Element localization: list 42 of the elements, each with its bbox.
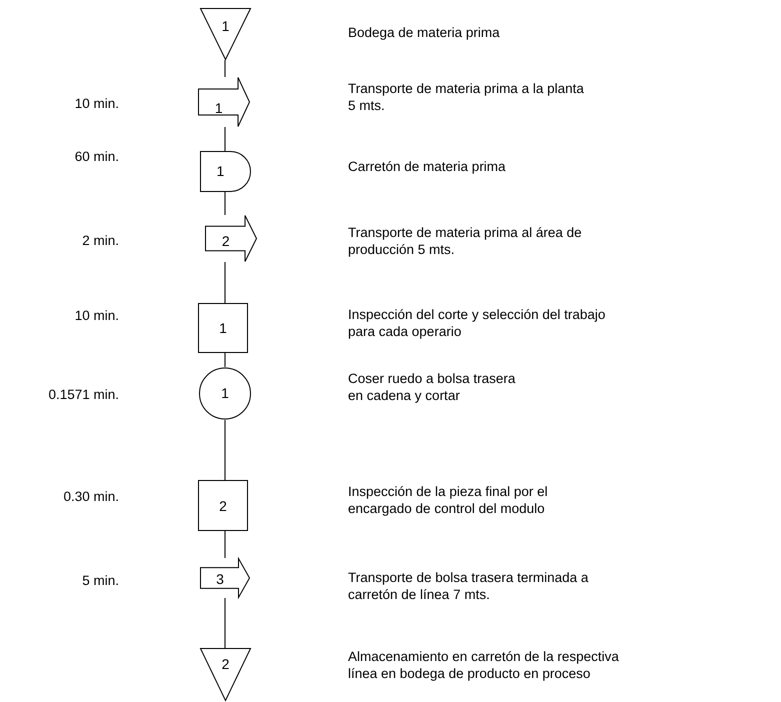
step-number: 2	[220, 233, 231, 249]
step-number: 1	[220, 18, 230, 34]
step-description: Transporte de materia prima a la planta 5 mts.	[348, 80, 585, 114]
step-number: 1	[220, 385, 230, 401]
flow-line	[224, 126, 226, 152]
step-description: Carretón de materia prima	[348, 158, 507, 175]
step-number: 1	[215, 163, 226, 179]
flow-line	[224, 352, 226, 368]
duration-label: 0.1571 min.	[48, 387, 119, 403]
step-description: Transporte de materia prima al área de producción 5 mts.	[348, 224, 583, 258]
duration-label: 10 min.	[74, 308, 119, 324]
flow-line	[224, 262, 226, 304]
storage-triangle	[200, 648, 251, 701]
step-description: Transporte de bolsa trasera terminada a carretón de línea 7 mts.	[348, 569, 590, 603]
flow-line	[224, 420, 226, 480]
step-number: 1	[214, 100, 224, 116]
flow-line	[224, 530, 226, 558]
flow-line	[224, 60, 226, 78]
inspection-square	[198, 480, 248, 531]
duration-label: 10 min.	[74, 96, 119, 112]
transport-symbol	[200, 558, 250, 598]
duration-label: 60 min.	[74, 149, 119, 165]
transport-symbol	[198, 77, 250, 127]
step-number: 2	[218, 498, 228, 514]
operation-circle	[199, 367, 251, 420]
delay-symbol	[200, 151, 251, 192]
step-number: 1	[218, 320, 228, 336]
duration-label: 2 min.	[82, 233, 119, 249]
step-description: Bodega de materia prima	[348, 24, 501, 41]
flow-line	[224, 192, 226, 216]
duration-label: 0.30 min.	[63, 489, 119, 505]
duration-label: 5 min.	[82, 573, 119, 589]
step-description: Coser ruedo a bolsa trasera en cadena y cortar	[348, 370, 516, 404]
storage-triangle	[200, 8, 251, 60]
step-description: Almacenamiento en carretón de la respectiva línea en bodega de producto en proceso	[348, 648, 620, 682]
step-number: 3	[215, 571, 225, 587]
transport-symbol	[205, 215, 257, 262]
step-description: Inspección de la pieza final por el encargado de control del modulo	[348, 483, 549, 517]
step-description: Inspección del corte y selección del trabajo para cada operario	[348, 306, 606, 340]
step-number: 2	[220, 656, 230, 672]
flow-line	[224, 598, 226, 648]
inspection-square	[198, 303, 248, 353]
